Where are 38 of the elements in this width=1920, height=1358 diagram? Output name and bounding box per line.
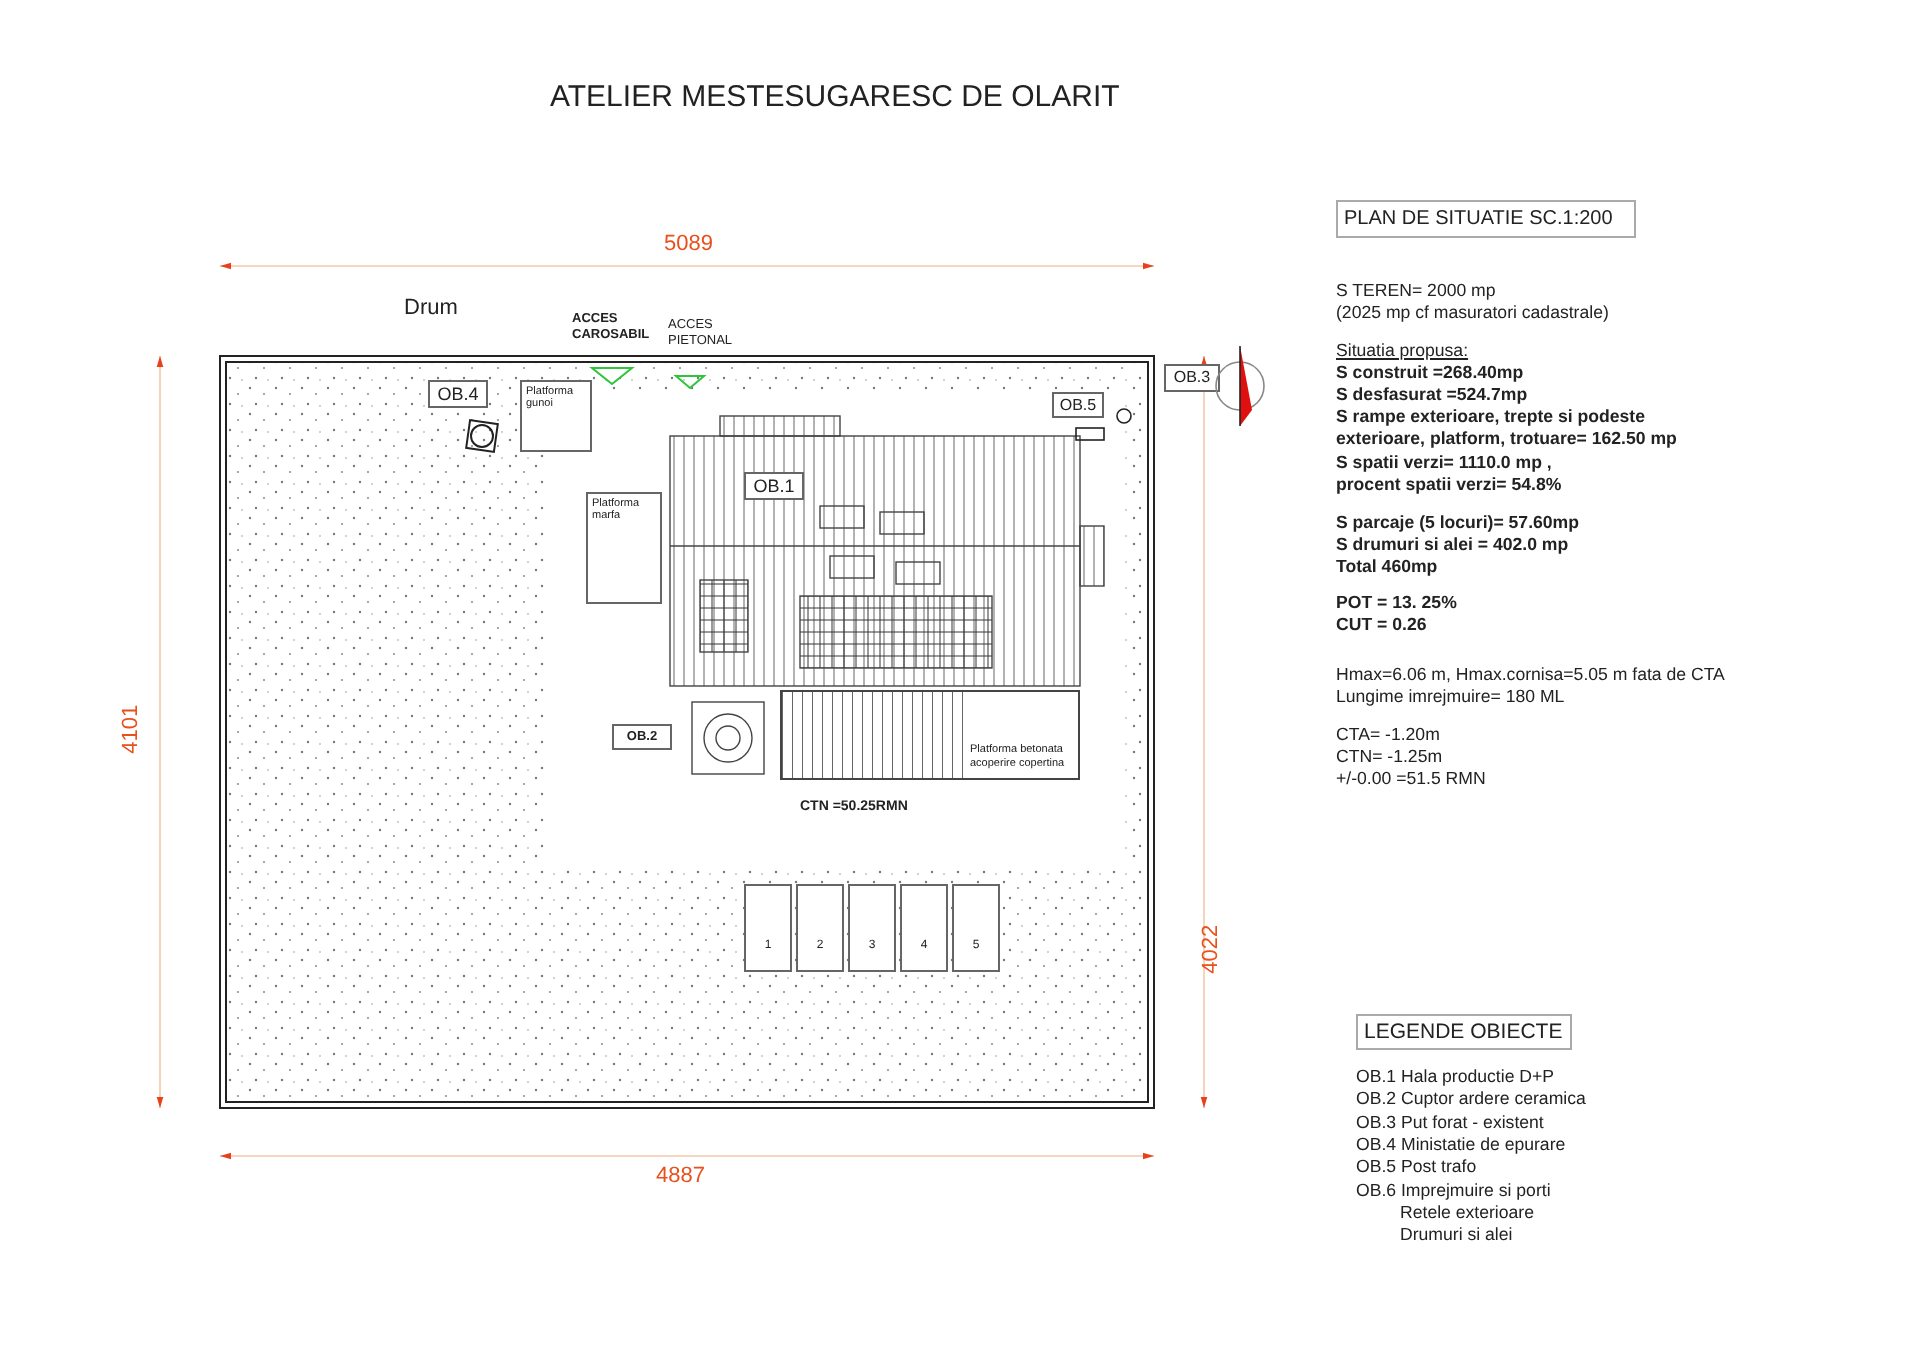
dimension-text: 4101 xyxy=(119,704,146,754)
drawing-title: ATELIER MESTESUGARESC DE OLARIT xyxy=(550,80,1120,116)
object-tag: OB.5 xyxy=(1052,392,1104,418)
site-data-text: S TEREN= 2000 mp xyxy=(1336,280,1496,302)
site-data-text: Hmax=6.06 m, Hmax.cornisa=5.05 m fata de CTA xyxy=(1336,664,1725,686)
object-tag: OB.1 xyxy=(744,472,804,500)
site-data-text: S rampe exterioare, trepte si podeste exterioare, platform, trotuare= 162.50 mp xyxy=(1336,406,1679,449)
site-data-text: (2025 mp cf masuratori cadastrale) xyxy=(1336,302,1609,324)
legend-text: Drumuri si alei xyxy=(1400,1224,1513,1246)
object-tag: OB.4 xyxy=(428,380,488,408)
legend-text: Retele exterioare xyxy=(1400,1201,1534,1223)
site-data-text: S parcaje (5 locuri)= 57.60mp xyxy=(1336,512,1580,534)
site-data-text: Lungime imrejmuire= 180 ML xyxy=(1336,686,1565,708)
site-data-text: S construit =268.40mp xyxy=(1336,362,1524,384)
site-data-text: CUT = 0.26 xyxy=(1336,614,1427,636)
site-data-text: S drumuri si alei = 402.0 mp xyxy=(1336,534,1569,556)
site-data-text: procent spatii verzi= 54.8% xyxy=(1336,474,1562,496)
legend-text: OB.3 Put forat - existent xyxy=(1356,1111,1544,1133)
site-data-text: CTN= -1.25m xyxy=(1336,746,1443,768)
plan-heading: PLAN DE SITUATIE SC.1:200 xyxy=(1336,200,1636,238)
legend-heading: LEGENDE OBIECTE xyxy=(1356,1014,1572,1050)
site-data-text: S spatii verzi= 1110.0 mp , xyxy=(1336,452,1552,474)
legend-text: OB.1 Hala productie D+P xyxy=(1356,1066,1555,1088)
legend-text: OB.6 Imprejmuire si porti xyxy=(1356,1179,1551,1201)
dimension-text: 5089 xyxy=(664,232,713,259)
site-data-text: Situatia propusa: xyxy=(1336,340,1469,362)
road-label: Drum xyxy=(404,296,458,323)
legend-text: OB.5 Post trafo xyxy=(1356,1156,1477,1178)
legend-text: OB.2 Cuptor ardere ceramica xyxy=(1356,1088,1586,1110)
site-data-text: S desfasurat =524.7mp xyxy=(1336,384,1528,406)
site-data-text: +/-0.00 =51.5 RMN xyxy=(1336,768,1486,790)
object-tag: OB.3 xyxy=(1164,364,1220,392)
site-data-text: POT = 13. 25% xyxy=(1336,592,1457,614)
dimension-text: 4022 xyxy=(1199,924,1226,974)
dimension-text: 4887 xyxy=(656,1164,705,1191)
site-data-text: CTA= -1.20m xyxy=(1336,724,1440,746)
legend-text: OB.4 Ministatie de epurare xyxy=(1356,1133,1566,1155)
site-data-text: Total 460mp xyxy=(1336,556,1438,578)
